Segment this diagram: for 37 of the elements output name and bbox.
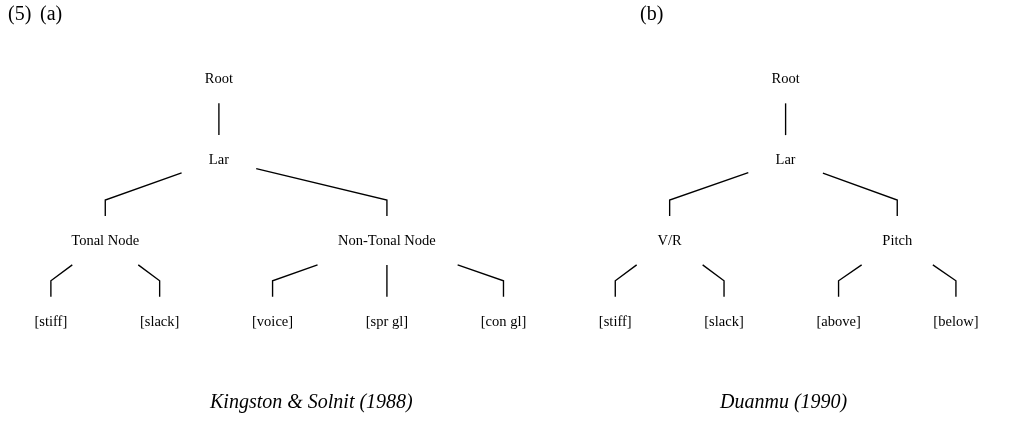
connector xyxy=(668,171,749,217)
node-text: Root xyxy=(204,70,234,87)
node-text: Lar xyxy=(775,151,796,167)
node-text: Root xyxy=(771,70,800,87)
connector xyxy=(50,264,73,298)
node-text: Tonal Node xyxy=(71,232,140,248)
node-text: [below] xyxy=(933,313,979,329)
node-text: [voice] xyxy=(252,313,294,329)
node-text: [stiff] xyxy=(34,313,68,329)
node-text: [con gl] xyxy=(480,313,527,329)
connector xyxy=(614,264,638,298)
connector xyxy=(255,167,388,217)
node-text: [slack] xyxy=(139,313,180,329)
connector xyxy=(822,172,898,217)
node-text: [stiff] xyxy=(598,313,632,329)
connector xyxy=(386,264,388,298)
connector xyxy=(837,264,863,298)
node-text: V/R xyxy=(657,232,682,248)
citation-caption: Duanmu (1990) xyxy=(720,390,848,413)
connector xyxy=(104,172,183,217)
panel-label: (a) xyxy=(40,2,63,25)
connector xyxy=(218,102,220,136)
connector xyxy=(932,264,957,298)
node-text: [slack] xyxy=(704,313,744,329)
node-text: Non-Tonal Node xyxy=(338,232,436,248)
node-text: Lar xyxy=(208,151,229,167)
connector xyxy=(701,264,725,298)
node-text: [above] xyxy=(816,313,861,329)
connector xyxy=(784,102,787,136)
node-text: [spr gl] xyxy=(365,313,409,329)
example-number: (5) xyxy=(8,2,32,25)
citation-caption: Kingston & Solnit (1988) xyxy=(210,390,413,413)
connector xyxy=(137,264,161,298)
connector xyxy=(271,264,319,298)
connector xyxy=(456,264,505,298)
node-text: Pitch xyxy=(882,232,913,248)
panel-label: (b) xyxy=(640,2,664,25)
